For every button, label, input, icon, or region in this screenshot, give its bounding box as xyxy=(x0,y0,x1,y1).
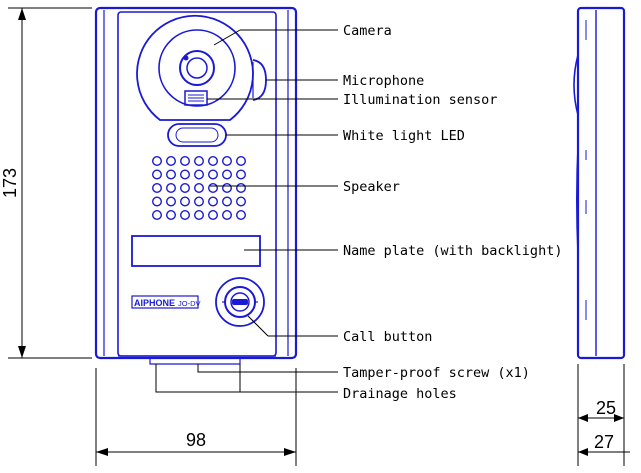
depth-dimension: 25 27 xyxy=(577,364,630,466)
speaker-hole xyxy=(193,196,204,207)
speaker-hole xyxy=(193,209,204,220)
label-white-light-led: White light LED xyxy=(343,128,465,144)
name-plate xyxy=(131,235,261,267)
speaker-hole xyxy=(179,209,190,220)
speaker-hole xyxy=(165,155,176,166)
lens-highlight xyxy=(183,55,189,61)
label-microphone: Microphone xyxy=(343,73,424,89)
speaker-hole xyxy=(179,182,190,193)
speaker-hole xyxy=(165,209,176,220)
label-tamper-proof-screw: Tamper-proof screw (x1) xyxy=(343,365,530,381)
speaker-hole xyxy=(207,196,218,207)
speaker-hole xyxy=(193,169,204,180)
speaker-hole xyxy=(151,182,162,193)
speaker-hole xyxy=(221,155,232,166)
depth-outer-value: 27 xyxy=(594,432,614,452)
brand-plate: AIPHONE JO-DV xyxy=(131,295,201,309)
label-call-button: Call button xyxy=(343,329,432,345)
white-light-led xyxy=(167,123,227,147)
label-speaker: Speaker xyxy=(343,179,400,195)
speaker-hole xyxy=(235,169,246,180)
camera-lens-outer xyxy=(179,50,215,86)
speaker-hole xyxy=(235,196,246,207)
illumination-sensor xyxy=(184,90,208,106)
speaker-hole xyxy=(179,169,190,180)
speaker-hole xyxy=(221,196,232,207)
camera-lens-inner xyxy=(186,57,208,79)
height-value: 173 xyxy=(0,168,20,198)
speaker-hole xyxy=(235,182,246,193)
camera-bezel xyxy=(158,29,236,107)
depth-inner-value: 25 xyxy=(596,398,616,418)
speaker-hole xyxy=(151,169,162,180)
speaker-hole xyxy=(151,196,162,207)
side-housing-outline xyxy=(576,6,626,360)
front-view: AIPHONE JO-DV xyxy=(94,6,298,365)
speaker-hole xyxy=(193,155,204,166)
camera-dome-outline xyxy=(136,14,254,121)
brand-name: AIPHONE xyxy=(134,298,175,308)
speaker-hole xyxy=(207,209,218,220)
width-value: 98 xyxy=(186,430,206,450)
speaker-hole xyxy=(207,155,218,166)
speaker-hole xyxy=(221,209,232,220)
speaker-hole xyxy=(151,209,162,220)
width-dimension: 98 xyxy=(95,368,297,466)
side-view xyxy=(573,6,626,360)
label-drainage-holes: Drainage holes xyxy=(343,386,457,402)
microphone-bump xyxy=(252,59,267,101)
callout-leaders xyxy=(155,29,338,393)
speaker-hole xyxy=(151,155,162,166)
speaker-hole xyxy=(165,182,176,193)
label-illumination-sensor: Illumination sensor xyxy=(343,92,497,108)
side-profile-curve xyxy=(576,139,579,261)
white-light-led-inner xyxy=(175,127,219,143)
model-name: JO-DV xyxy=(178,299,201,308)
speaker-hole xyxy=(165,196,176,207)
height-dimension: 173 xyxy=(0,7,92,359)
speaker-hole xyxy=(235,209,246,220)
callout-labels: Camera Microphone Illumination sensor Wh… xyxy=(343,23,562,402)
label-camera: Camera xyxy=(343,23,392,39)
speaker-hole xyxy=(179,196,190,207)
speaker-hole xyxy=(235,155,246,166)
call-button[interactable] xyxy=(215,277,265,327)
speaker-hole xyxy=(221,169,232,180)
front-housing-outline xyxy=(94,6,298,360)
label-name-plate: Name plate (with backlight) xyxy=(343,243,562,259)
speaker-hole xyxy=(207,182,218,193)
speaker-grille xyxy=(151,155,246,220)
speaker-hole xyxy=(193,182,204,193)
speaker-hole xyxy=(207,169,218,180)
speaker-hole xyxy=(165,169,176,180)
side-microphone-bump xyxy=(573,54,579,116)
bottom-foot xyxy=(149,358,241,365)
speaker-hole xyxy=(179,155,190,166)
speaker-hole xyxy=(221,182,232,193)
